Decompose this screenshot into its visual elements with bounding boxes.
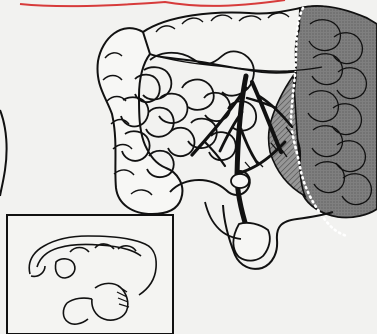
inset-panel xyxy=(7,215,173,334)
top-text-fragment xyxy=(20,0,285,6)
rectal-stump xyxy=(233,223,269,261)
descending-colon-resected xyxy=(292,6,377,217)
appendix-lumen xyxy=(231,174,249,188)
left-edge-fragment xyxy=(0,110,7,196)
